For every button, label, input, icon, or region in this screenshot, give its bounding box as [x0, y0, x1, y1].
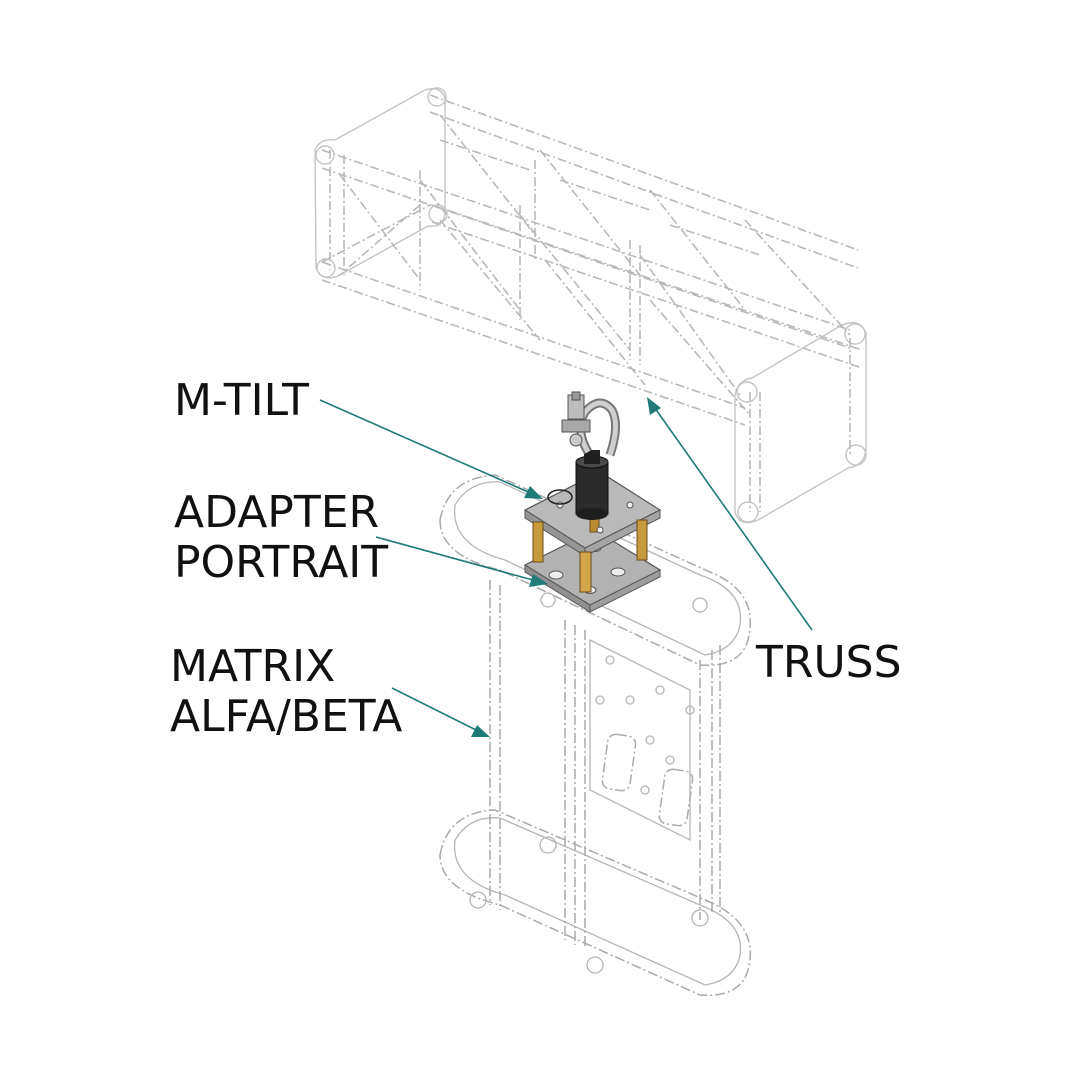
leader-adapter-arrow	[529, 574, 548, 587]
truss	[314, 87, 867, 524]
label-truss: TRUSS	[756, 638, 902, 688]
leader-m-tilt	[319, 399, 536, 496]
leader-matrix	[391, 687, 483, 734]
leader-matrix-arrow	[471, 725, 490, 737]
leader-truss	[651, 403, 813, 631]
label-matrix-line2: ALFA/BETA	[170, 691, 403, 742]
m-tilt	[523, 391, 662, 593]
label-m-tilt-text: M-TILT	[174, 375, 309, 426]
leader-m-tilt-arrow	[524, 486, 543, 499]
leader-truss-arrow	[647, 397, 661, 415]
leader-lines	[319, 397, 813, 737]
leader-adapter	[375, 536, 541, 583]
matrix-frame	[439, 474, 752, 997]
label-m-tilt: M-TILT	[174, 376, 309, 426]
label-adapter-line1: ADAPTER	[174, 487, 380, 538]
label-matrix-alfa-beta: MATRIX ALFA/BETA	[170, 642, 402, 742]
label-matrix-line1: MATRIX	[170, 641, 336, 692]
adapter-portrait	[523, 529, 662, 613]
label-truss-text: TRUSS	[756, 637, 902, 688]
label-adapter-portrait: ADAPTER PORTRAIT	[174, 488, 388, 588]
label-adapter-line2: PORTRAIT	[174, 537, 389, 588]
